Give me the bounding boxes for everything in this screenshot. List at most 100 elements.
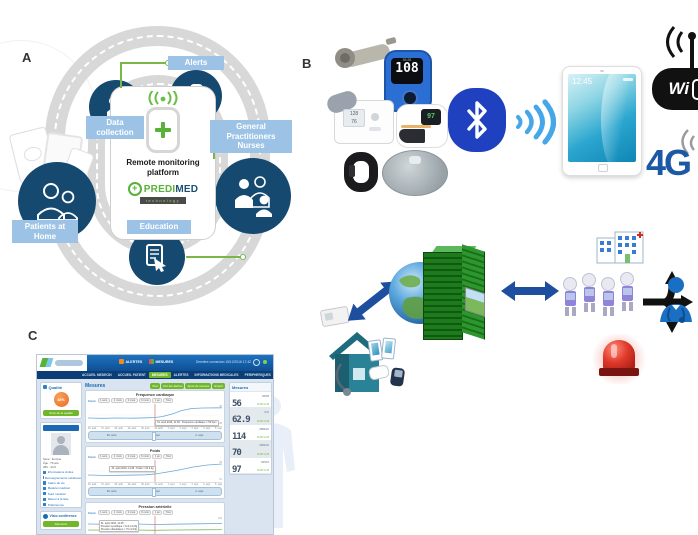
main-button-alertes[interactable]: Voir les alertes [161, 383, 185, 389]
visio-start-button[interactable]: Démarrer [43, 521, 79, 527]
vital-row-systolic: 114 MMHG 31/08 11:45 [230, 425, 271, 441]
slider-handle[interactable] [152, 432, 156, 441]
dashboard-main: Mesures Tout Voir les alertes Ajout de m… [85, 382, 225, 535]
vitals-panel: Mesures 56 BPM 31/08 11:45 62.9 KG 31/08… [229, 382, 272, 475]
chart-title: Poids [88, 449, 222, 453]
main-button-tout[interactable]: Tout [150, 383, 160, 389]
visio-title: Visio conférence [50, 514, 77, 518]
predimed-plus-icon: + [128, 182, 142, 196]
range-pill[interactable]: Tout [163, 398, 173, 403]
doc-icon [43, 498, 46, 501]
dashboard-sidebar: Qualité 48% Suivi de la qualité Sexe : F… [40, 382, 82, 533]
range-pill[interactable]: Tout [163, 510, 173, 515]
doctor-icon [657, 276, 695, 326]
topbar-menu-alertes[interactable]: ALERTES [119, 359, 142, 364]
vital-row-heart-rate: 56 BPM 31/08 11:45 [230, 392, 271, 408]
nav-informations-medicales[interactable]: INFORMATIONS MEDICALES [192, 372, 242, 378]
remote-monitoring-platform-card: Remote monitoring platform + PREDIMED te… [110, 86, 216, 240]
blood-pressure-plot[interactable]: 120 60 31. août 2016, 11:45 : Pression s… [88, 516, 222, 535]
fitness-band-device [344, 152, 378, 192]
visio-panel: Visio conférence Démarrer [40, 511, 82, 530]
vital-row-weight: 62.9 KG 31/08 11:45 [230, 408, 271, 424]
settings-icon[interactable] [253, 359, 260, 366]
doc-icon [43, 492, 46, 495]
data-collection-label: Data collection [86, 116, 144, 139]
connector-line [186, 256, 242, 258]
panel-c-label: C [28, 328, 37, 343]
quality-detail-button[interactable]: Suivi de la qualité [43, 410, 79, 416]
range-pill[interactable]: 1 an [152, 398, 162, 403]
session-info: Dernière connexion 15/12/2016 17:42 [196, 360, 251, 364]
chart-card-heart-rate: Fréquence cardiaque Zoom 1 sem. 1 mois 3… [85, 390, 225, 443]
chart-tooltip: 31. août 2016, 11:45 : Pression systoliq… [99, 520, 139, 532]
nav-accueil-patient[interactable]: ACCUEIL PATIENT [115, 372, 149, 378]
weight-plot[interactable]: 64 61 31. août 2016, 11:45 : Poids = 62.… [88, 460, 222, 483]
dashboard-window: ALERTES MESURES Dernière connexion 15/12… [36, 354, 274, 535]
range-pill[interactable]: 3 mois [125, 454, 138, 459]
vital-row-diastolic: 70 MMHG 31/08 11:45 [230, 441, 271, 457]
smart-scale-device [382, 150, 448, 196]
range-pill[interactable]: 6 mois [139, 398, 152, 403]
connector-line [120, 62, 122, 88]
chart-title: Pression artérielle [88, 505, 222, 509]
zoom-link[interactable]: Zoom [88, 511, 96, 515]
logo-subtext: technology [140, 197, 186, 204]
range-pill[interactable]: 1 sem. [98, 398, 111, 403]
doc-icon [43, 481, 46, 484]
range-pill[interactable]: 3 mois [125, 398, 138, 403]
hospital-icon [595, 228, 645, 264]
cellular-4g-logo: 4G [646, 126, 698, 196]
4g-text: 4G [646, 142, 690, 184]
wifi-text-fi: Fi [692, 79, 698, 100]
wireless-signal-icon [512, 94, 556, 150]
connector-line [120, 62, 168, 64]
medical-team-icon [231, 174, 275, 218]
range-pill[interactable]: 1 sem. [98, 454, 111, 459]
range-pill[interactable]: 1 sem. [98, 510, 111, 515]
glucometer-reading: 108 [391, 62, 423, 75]
range-pill[interactable]: 6 mois [139, 454, 152, 459]
platform-title: Remote monitoring platform [124, 158, 202, 178]
zoom-link[interactable]: Zoom [88, 455, 96, 459]
topbar-menu-mesures[interactable]: MESURES [149, 359, 173, 364]
nav-accueil-medecin[interactable]: ACCUEIL MEDECIN [79, 372, 115, 378]
chart-title: Fréquence cardiaque [88, 393, 222, 397]
nav-peripheriques[interactable]: PERIPHERIQUES [242, 372, 274, 378]
quality-icon [43, 385, 47, 389]
chart-tooltip: 31. août 2016, 11:45 : Fréquence cardiaq… [155, 420, 219, 426]
nav-mesures[interactable]: MESURES [149, 372, 171, 378]
range-pill[interactable]: 1 mois [111, 454, 124, 459]
sidebar-link[interactable]: Préférences [41, 502, 81, 507]
tablet-home-button [598, 164, 608, 172]
arrow-server-operators [501, 280, 559, 302]
range-pill[interactable]: Tout [163, 454, 173, 459]
quality-title: Qualité [49, 385, 63, 390]
sidebar-link[interactable]: Renseignements médicaux [41, 475, 81, 480]
range-slider[interactable]: 29. août 1. sept 4. sept [88, 487, 222, 496]
range-pill[interactable]: 1 an [152, 510, 162, 515]
chart-icon [149, 359, 154, 364]
dashboard-logo [37, 355, 87, 371]
zoom-link[interactable]: Zoom [88, 399, 96, 403]
patient-avatar [51, 433, 71, 455]
range-pill[interactable]: 1 mois [111, 398, 124, 403]
main-button-ajout[interactable]: Ajout de mesure [185, 383, 211, 389]
health-plus-icon [146, 107, 180, 153]
nav-alertes[interactable]: ALERTES [171, 372, 192, 378]
range-pill[interactable]: 1 mois [111, 510, 124, 515]
panel-b-label: B [302, 56, 311, 71]
slider-handle[interactable] [152, 488, 156, 497]
range-pill[interactable]: 3 mois [125, 510, 138, 515]
range-pill[interactable]: 6 mois [139, 510, 152, 515]
range-pill[interactable]: 1 an [152, 454, 162, 459]
mini-glucometer [390, 367, 405, 387]
main-button-export[interactable]: Export [212, 383, 225, 389]
y-max-label: 60 [219, 405, 222, 408]
patients-label: Patients at Home [12, 220, 78, 243]
heart-rate-plot[interactable]: 60 45 31. août 2016, 11:45 : Fréquence c… [88, 404, 222, 427]
network-diagram [305, 218, 698, 413]
doc-icon [43, 503, 46, 506]
range-slider[interactable]: 29. août 1. sept 4. sept [88, 431, 222, 440]
